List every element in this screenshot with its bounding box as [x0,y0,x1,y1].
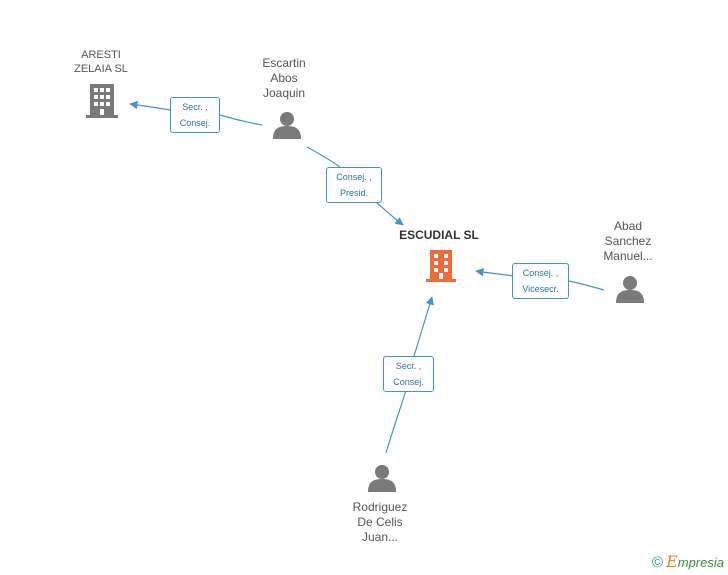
edge-abad-main [475,268,605,291]
edge-label-escartin-aresti: Secr. , Consej. [170,97,220,133]
person-icon-escartin[interactable] [273,112,301,139]
person-label-abad[interactable]: Abad Sanchez Manuel... [603,219,653,263]
building-icon-escudial[interactable] [426,250,456,282]
edge-rodriguez-main [385,296,434,454]
edge-escartin-main [306,146,404,226]
person-label-escartin[interactable]: Escartin Abos Joaquin [262,56,306,100]
person-icon-rodriguez[interactable] [368,465,396,492]
empresia-logo: ©Empresia [652,552,724,571]
company-label-escudial[interactable]: ESCUDIAL SL [399,228,479,242]
building-icon-aresti[interactable] [86,84,118,118]
edge-escartin-aresti [129,100,263,126]
edge-label-rodriguez-main: Secr. , Consej. [383,356,434,392]
person-label-rodriguez[interactable]: Rodriguez De Celis Juan... [352,500,408,544]
edge-label-escartin-main: Consej. , Presid. [326,167,382,203]
person-icon-abad[interactable] [616,276,644,303]
company-label-aresti[interactable]: ARESTI ZELAIA SL [74,49,128,75]
copyright-icon: © [652,554,664,571]
edge-label-abad-main: Consej. , Vicesecr. [512,263,569,299]
